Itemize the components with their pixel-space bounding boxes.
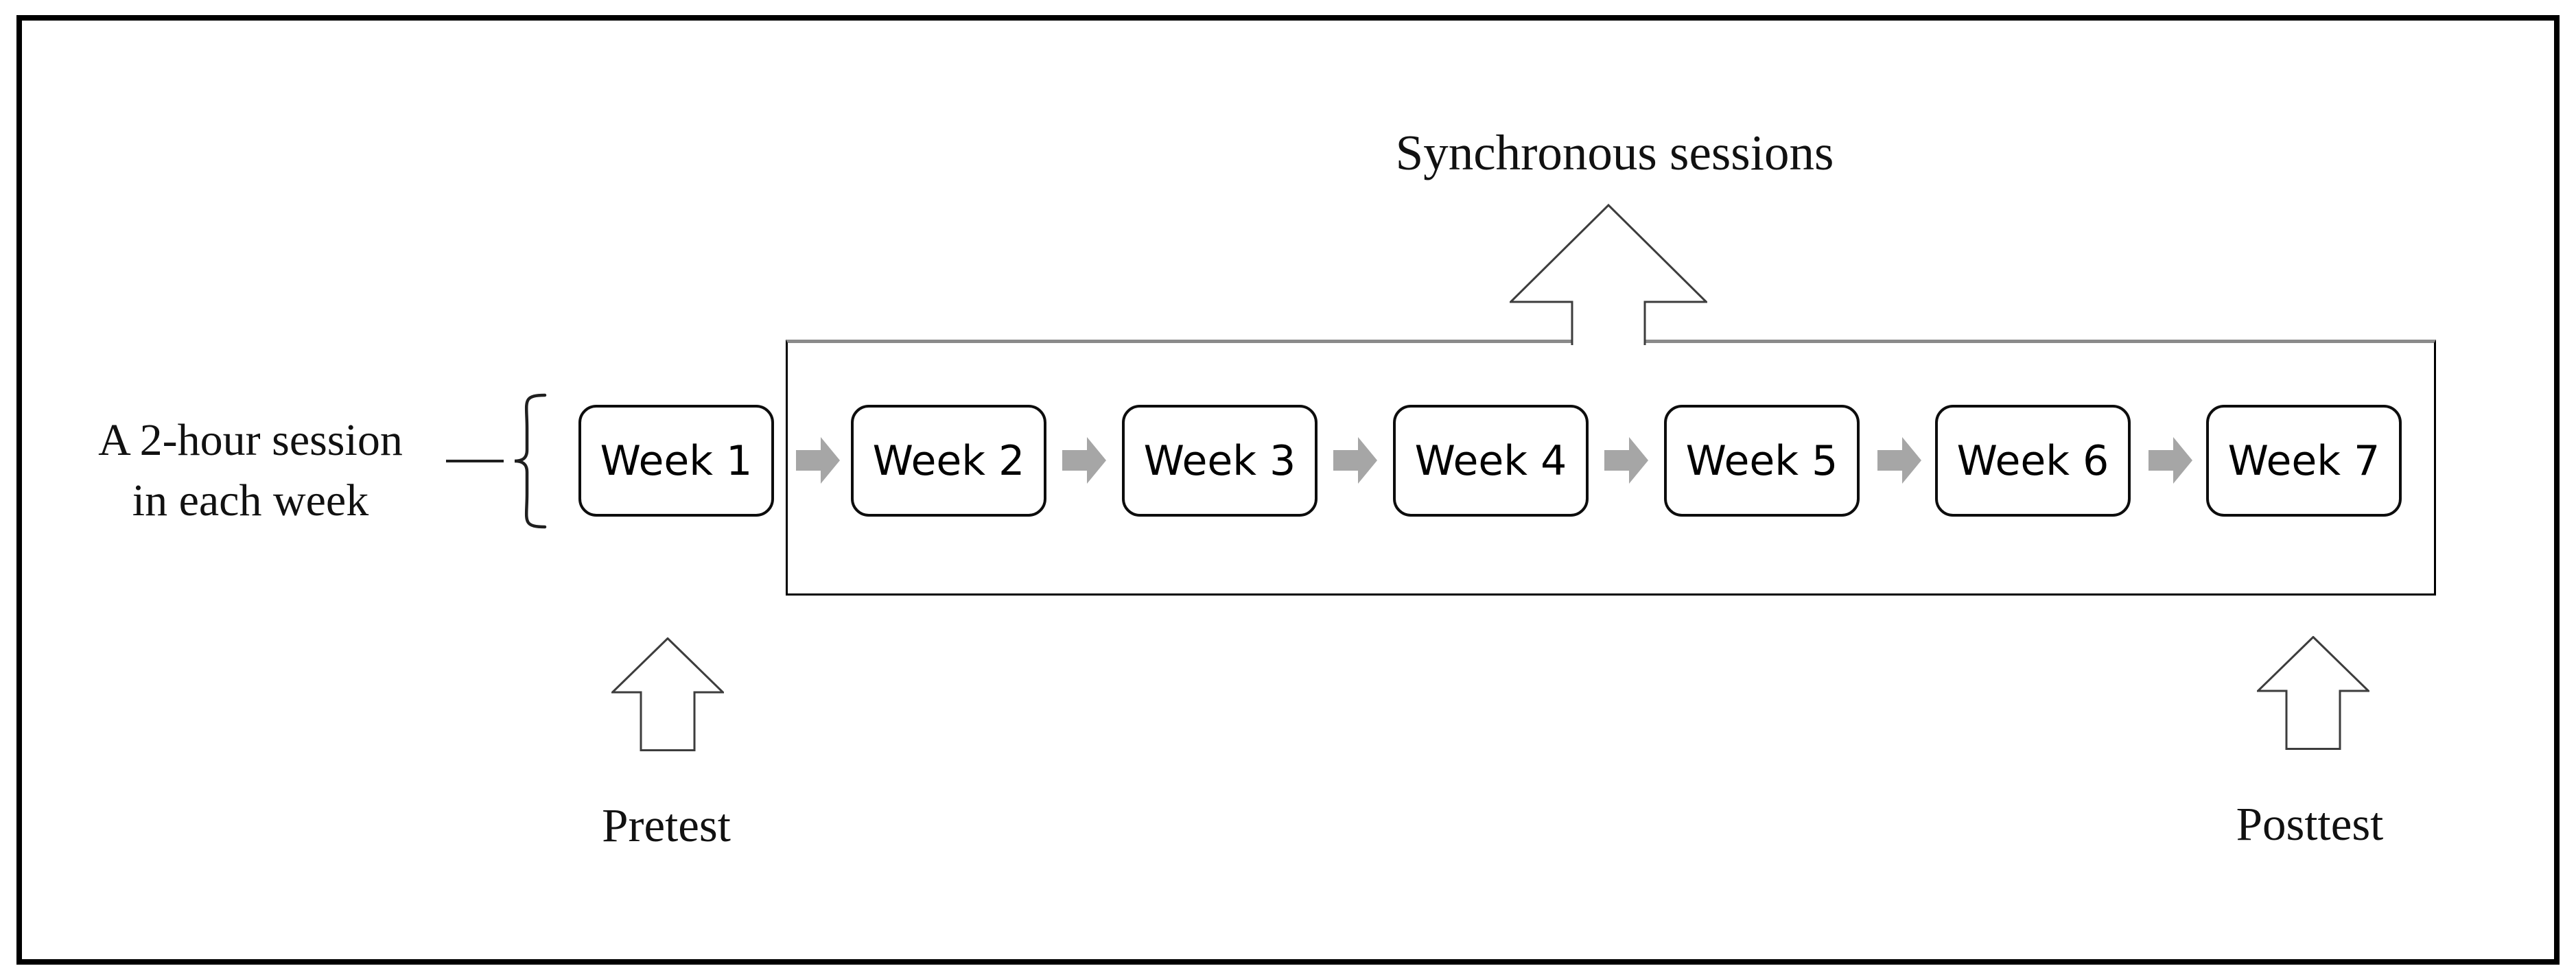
flow-arrow-icon — [1877, 437, 1921, 484]
synchronous-sessions-label: Synchronous sessions — [1395, 125, 1834, 180]
flow-arrow-icon — [796, 437, 840, 484]
week-box-7-label: Week 7 — [2227, 436, 2380, 485]
figure-border — [16, 15, 2560, 965]
week-box-1: Week 1 — [578, 405, 774, 517]
week-box-4-label: Week 4 — [1414, 436, 1567, 485]
week-box-2-label: Week 2 — [872, 436, 1025, 485]
brace-icon — [446, 393, 547, 529]
pretest-arrow-icon — [611, 637, 724, 751]
flow-arrow-icon — [1604, 437, 1648, 484]
session-note-line1: A 2-hour session — [98, 415, 403, 465]
synchronous-arrow-icon — [1510, 204, 1707, 345]
session-note: A 2-hour session in each week — [58, 410, 443, 531]
week-box-1-label: Week 1 — [600, 436, 753, 485]
week-box-7: Week 7 — [2206, 405, 2402, 517]
week-box-3: Week 3 — [1122, 405, 1318, 517]
posttest-arrow-icon — [2257, 636, 2369, 750]
week-box-4: Week 4 — [1393, 405, 1589, 517]
week-box-6-label: Week 6 — [1956, 436, 2109, 485]
pretest-label: Pretest — [602, 799, 731, 851]
flow-arrow-icon — [2148, 437, 2192, 484]
week-box-3-label: Week 3 — [1143, 436, 1296, 485]
posttest-label: Posttest — [2236, 798, 2384, 850]
session-note-line2: in each week — [132, 475, 369, 526]
flow-arrow-icon — [1333, 437, 1377, 484]
week-box-2: Week 2 — [851, 405, 1046, 517]
week-box-5: Week 5 — [1664, 405, 1860, 517]
flow-arrow-icon — [1062, 437, 1106, 484]
week-box-5-label: Week 5 — [1685, 436, 1838, 485]
week-box-6: Week 6 — [1935, 405, 2131, 517]
